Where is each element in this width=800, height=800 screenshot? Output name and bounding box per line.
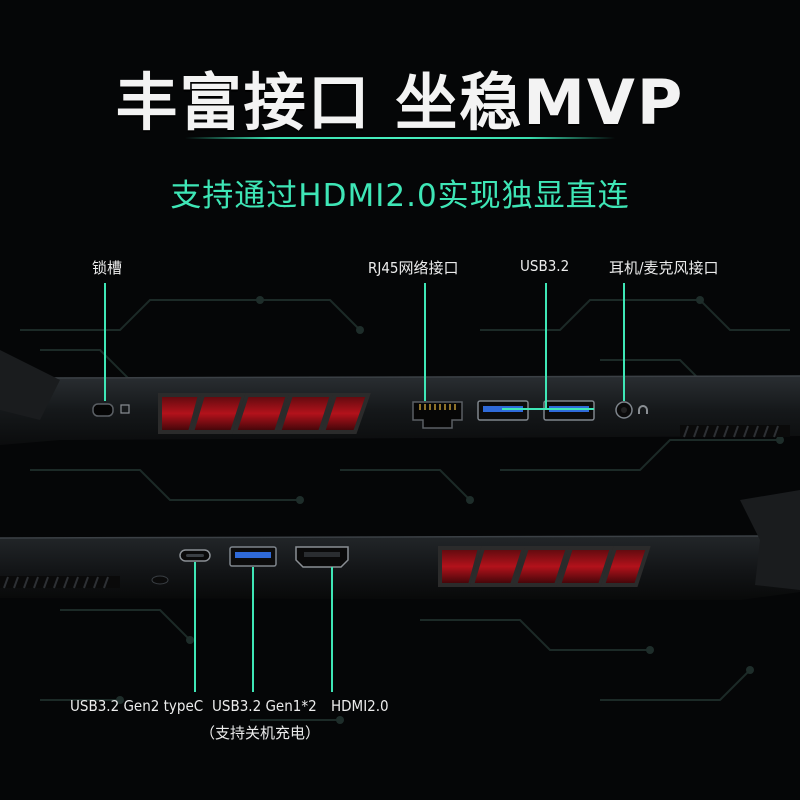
port-note-usb-a: （支持关机充电）: [200, 724, 321, 742]
hdmi-port-icon: [295, 546, 349, 568]
port-label-rj45: RJ45网络接口: [368, 259, 459, 277]
laptop-bottom-edge: [0, 490, 800, 600]
leader-line-usb-c: [194, 562, 196, 692]
page-title: 丰富接口 坐稳MVP: [115, 66, 685, 139]
leader-line-usb-a: [252, 567, 254, 692]
port-label-usb-c: USB3.2 Gen2 typeC: [70, 697, 204, 715]
leader-line-audio-jack: [623, 283, 625, 401]
leader-line-lock-slot: [104, 283, 106, 401]
port-label-lock-slot: 锁槽: [92, 259, 123, 277]
leader-line-hdmi: [331, 567, 333, 692]
laptop-top-edge: [0, 350, 800, 445]
leader-line-usb32-branch: [502, 408, 594, 410]
port-label-usb32: USB3.2: [520, 257, 570, 275]
usb-a-port-icon: [229, 546, 277, 567]
top-vents: [158, 393, 371, 434]
port-label-hdmi: HDMI2.0: [331, 697, 389, 715]
rj45-port-icon: [412, 401, 463, 429]
circuit-pads: [116, 296, 784, 724]
usb-c-port-icon: [179, 549, 211, 562]
port-label-audio-jack: 耳机/麦克风接口: [609, 259, 719, 277]
leader-line-usb32: [545, 283, 547, 409]
bottom-vents: [438, 546, 651, 587]
leader-line-rj45: [424, 283, 426, 401]
page-subtitle: 支持通过HDMI2.0实现独显直连: [170, 178, 630, 214]
port-label-usb-a: USB3.2 Gen1*2: [212, 697, 317, 715]
title-underline: [185, 137, 615, 139]
audio-jack-icon: [615, 401, 648, 419]
circuit-traces: [20, 299, 790, 721]
lock-slot-icon: [92, 403, 130, 417]
